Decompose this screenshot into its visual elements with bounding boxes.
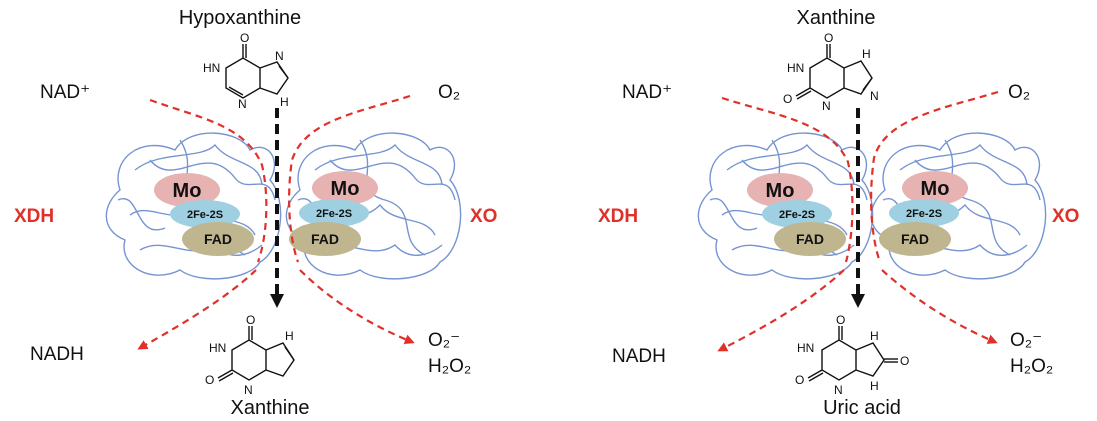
xanthine-sub-h1: H	[862, 47, 871, 61]
mo-cofactor-left	[154, 173, 220, 207]
nadh-label: NADH	[30, 344, 84, 365]
fes-label-right: 2Fe-2S	[316, 208, 352, 220]
nad-flow-line-2	[721, 96, 854, 263]
fad-cofactor-left	[182, 222, 254, 256]
xanthine-hn: HN	[209, 341, 226, 355]
substrate-name: Hypoxanthine	[179, 7, 301, 29]
xanthine-sub-hn: HN	[787, 61, 804, 75]
fes-cofactor-left	[170, 200, 240, 228]
uric-o1: O	[836, 313, 845, 327]
uric-h1: H	[870, 329, 879, 343]
superoxide-flow-arrow-2	[881, 269, 998, 344]
product-name-2: Uric acid	[823, 397, 901, 419]
superoxide-flow-arrow	[299, 269, 415, 345]
xanthine-n: N	[244, 383, 253, 397]
nad-flow-line	[149, 98, 268, 263]
uric-n: N	[834, 383, 843, 397]
nadh-flow-arrow-2	[717, 269, 845, 352]
xo-label: XO	[470, 206, 497, 227]
panel-hypoxanthine: Mo 2Fe-2S FAD Mo 2Fe-2S FAD Hypoxanthine…	[14, 7, 497, 419]
protein-structure-right-panel	[697, 132, 1047, 280]
mo-cofactor-right-2	[902, 171, 968, 205]
uric-h2: H	[870, 379, 879, 393]
fes-label-left-2: 2Fe-2S	[779, 209, 815, 221]
xanthine-sub-n1: N	[822, 99, 831, 113]
oxidant-nad-label-2: NAD⁺	[622, 82, 672, 103]
oxidant-o2-label-2: O₂	[1008, 82, 1030, 103]
fes-cofactor-right-2	[889, 199, 959, 227]
nadh-flow-arrow	[137, 269, 257, 350]
xdh-label: XDH	[14, 206, 54, 227]
product-name: Xanthine	[231, 397, 310, 419]
xdh-label-2: XDH	[598, 206, 638, 227]
fes-label-left: 2Fe-2S	[187, 209, 223, 221]
hypoxanthine-structure	[225, 44, 289, 99]
hypoxanthine-n1: N	[238, 97, 247, 111]
oxidant-nad-label: NAD⁺	[40, 82, 90, 103]
fes-cofactor-left-2	[762, 200, 832, 228]
uric-hn: HN	[797, 341, 814, 355]
uric-o3: O	[900, 354, 909, 368]
mo-label-right-2: Mo	[921, 178, 950, 200]
fad-label-left: FAD	[204, 231, 232, 247]
fad-label-right-2: FAD	[901, 231, 929, 247]
hypoxanthine-o: O	[240, 31, 249, 45]
uric-o2: O	[795, 373, 804, 387]
fad-cofactor-right-2	[879, 222, 951, 256]
protein-structure-left-panel	[105, 132, 462, 280]
xanthine-sub-o1: O	[824, 31, 833, 45]
fad-label-right: FAD	[311, 231, 339, 247]
mo-label-right: Mo	[331, 178, 360, 200]
hypoxanthine-h: H	[280, 95, 289, 109]
peroxide-label-2: H₂O₂	[1010, 356, 1053, 377]
xanthine-o1: O	[246, 313, 255, 327]
uric-acid-structure	[807, 326, 898, 382]
mo-label-left: Mo	[173, 180, 202, 202]
substrate-name-2: Xanthine	[797, 7, 876, 29]
xanthine-product-structure	[217, 326, 295, 382]
hypoxanthine-hn: HN	[203, 61, 220, 75]
mo-cofactor-right	[312, 171, 378, 205]
mo-cofactor-left-2	[747, 173, 813, 207]
xanthine-o2: O	[205, 373, 214, 387]
fes-cofactor-right	[299, 199, 369, 227]
xo-label-2: XO	[1052, 206, 1079, 227]
oxidant-o2-label: O₂	[438, 82, 460, 103]
fad-label-left-2: FAD	[796, 231, 824, 247]
xanthine-substrate-structure	[795, 44, 873, 100]
superoxide-label: O₂⁻	[428, 330, 460, 351]
xanthine-h1: H	[285, 329, 294, 343]
o2-flow-line-2	[870, 90, 999, 263]
fad-cofactor-left-2	[774, 222, 846, 256]
xanthine-sub-o2: O	[783, 92, 792, 106]
hypoxanthine-n2: N	[275, 49, 284, 63]
xanthine-sub-n2: N	[870, 89, 879, 103]
nadh-label-2: NADH	[612, 346, 666, 367]
peroxide-label: H₂O₂	[428, 356, 471, 377]
mo-label-left-2: Mo	[766, 180, 795, 202]
fad-cofactor-right	[289, 222, 361, 256]
panel-xanthine: Mo 2Fe-2S FAD Mo 2Fe-2S FAD Xanthine Uri…	[598, 7, 1079, 419]
superoxide-label-2: O₂⁻	[1010, 330, 1042, 351]
fes-label-right-2: 2Fe-2S	[906, 208, 942, 220]
